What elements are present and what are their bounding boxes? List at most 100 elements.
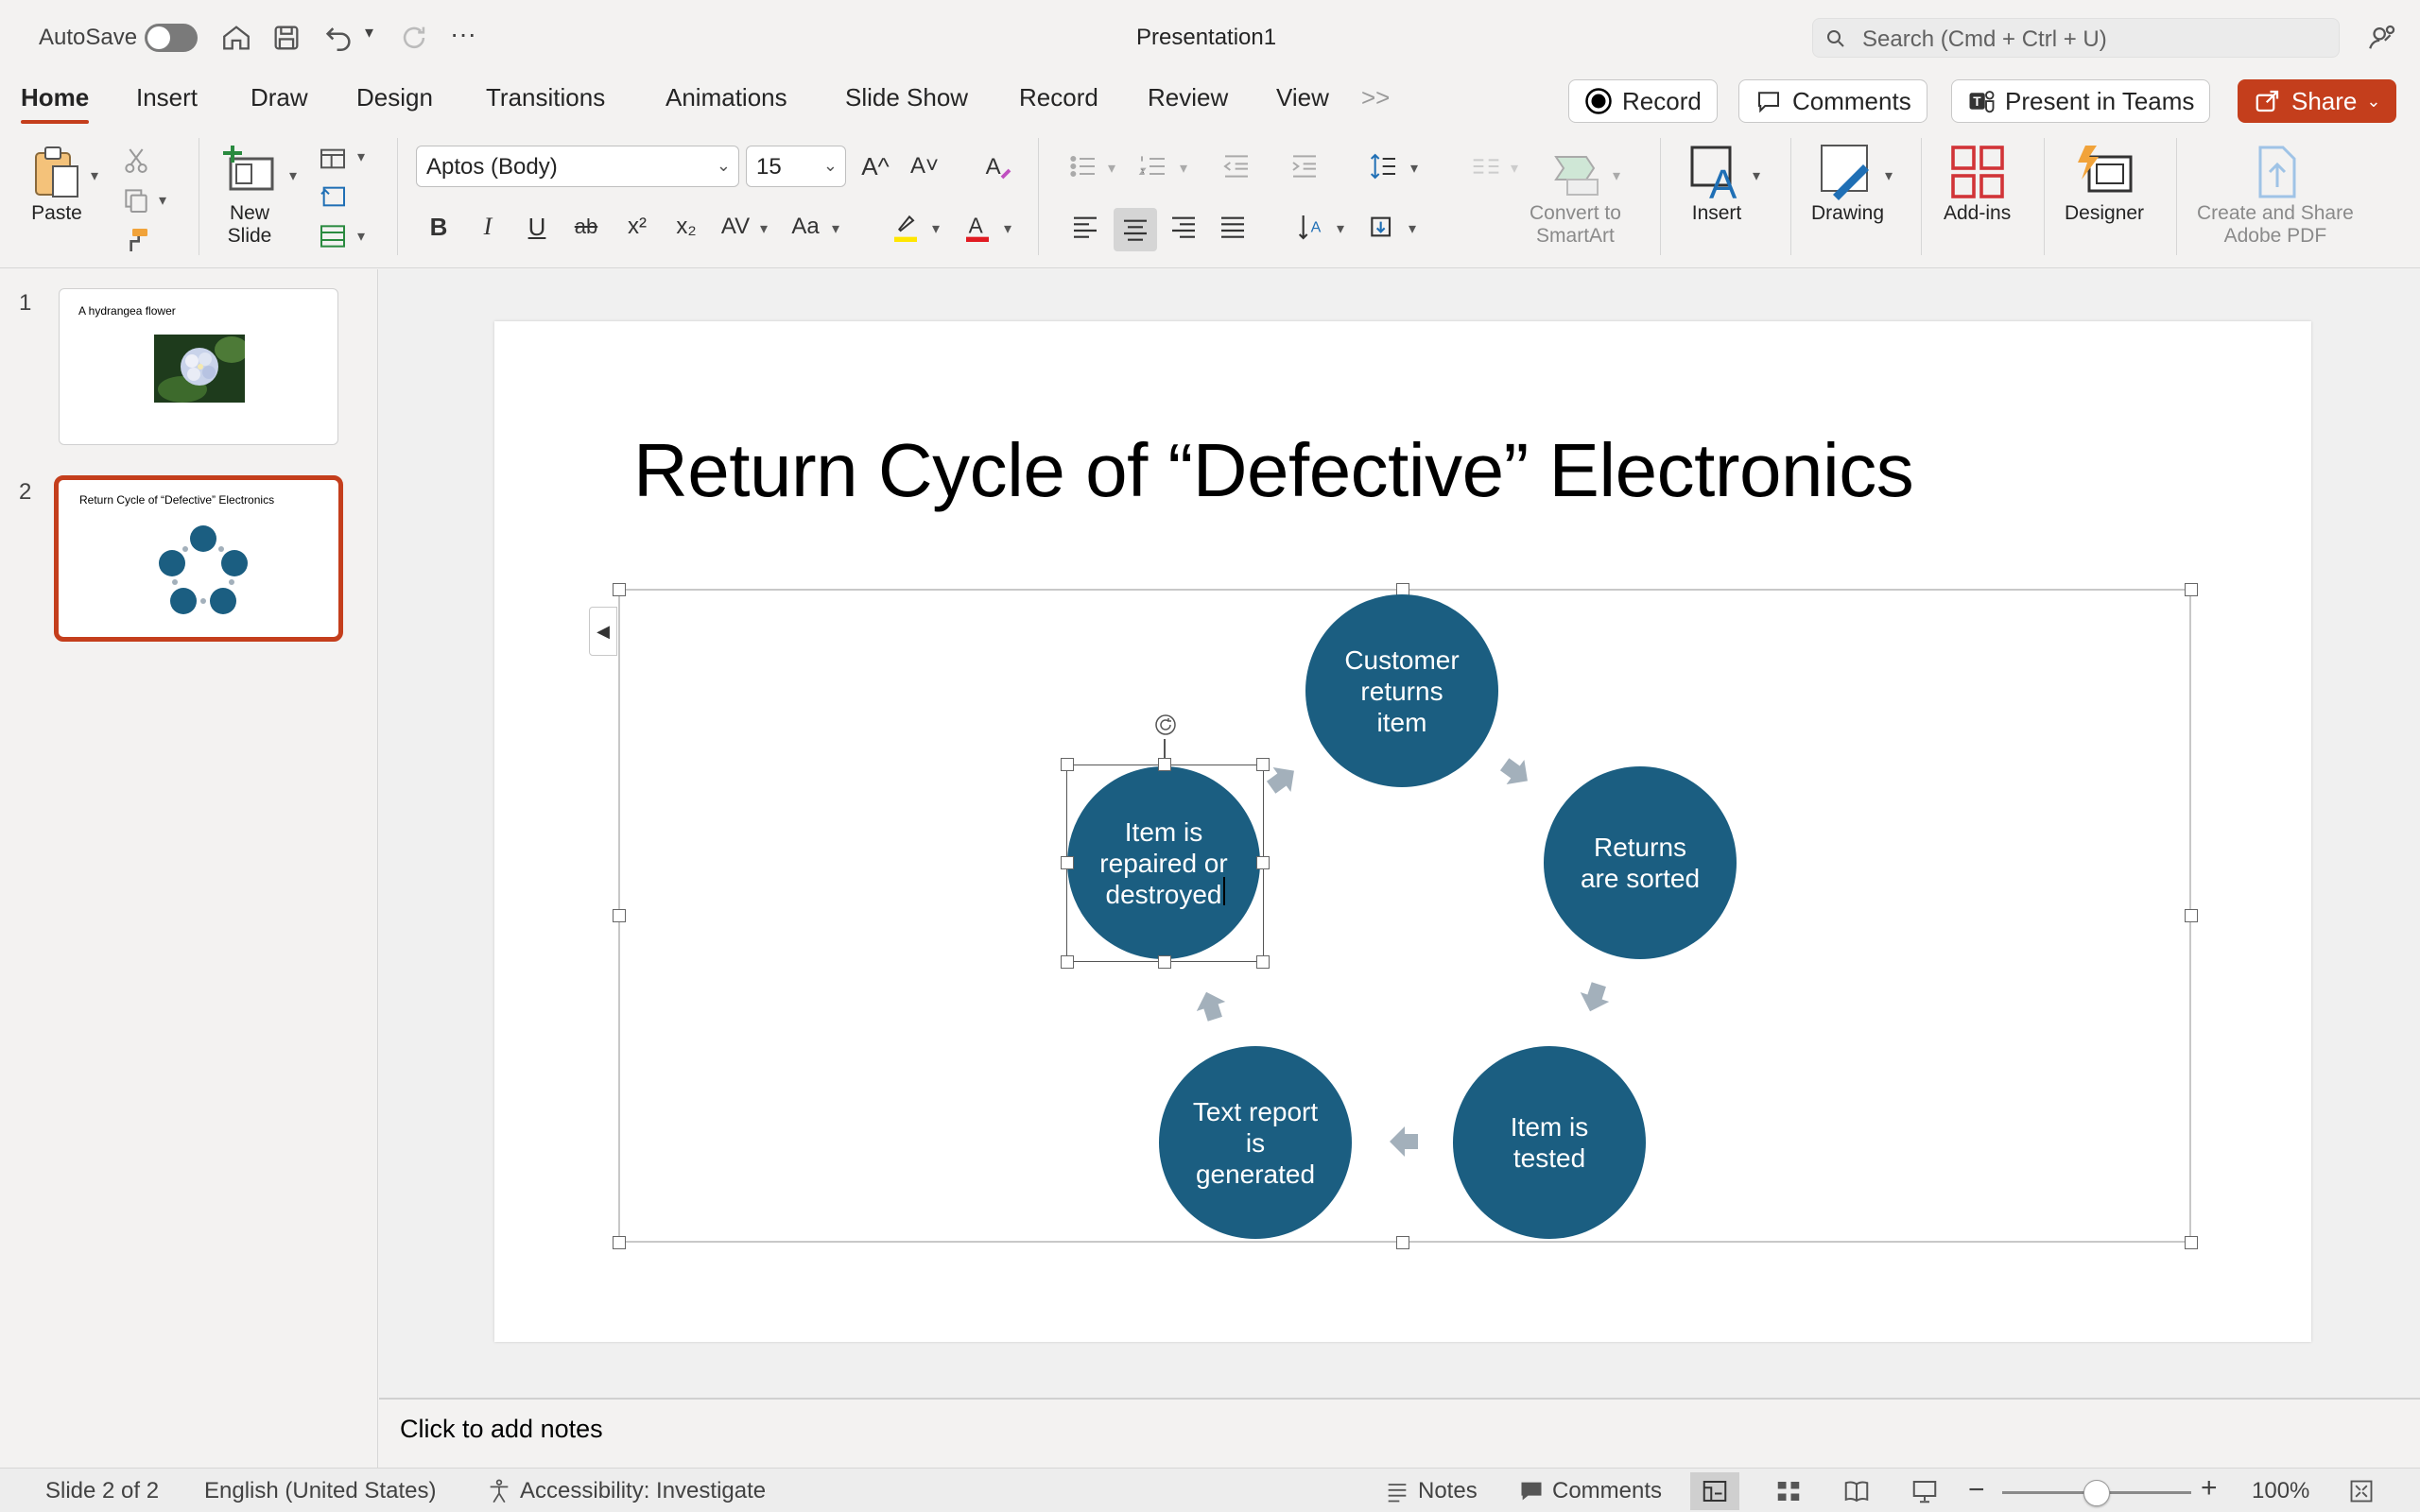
bold-button[interactable]: B (429, 212, 448, 241)
highlight-dropdown-icon[interactable]: ▾ (932, 221, 941, 237)
search-input[interactable]: Search (Cmd + Ctrl + U) (1812, 18, 2340, 58)
zoom-in-button[interactable]: + (2201, 1472, 2218, 1503)
more-commands-icon[interactable]: ··· (450, 19, 476, 48)
bullets-icon[interactable] (1064, 147, 1102, 185)
tab-transitions[interactable]: Transitions (486, 83, 606, 112)
cycle-step-report-generated[interactable]: Text report is generated (1159, 1046, 1352, 1239)
new-slide-dropdown-icon[interactable]: ▾ (289, 168, 298, 184)
add-ins-button[interactable]: Add-ins (1944, 142, 2011, 225)
change-case-dropdown-icon[interactable]: ▾ (832, 221, 840, 237)
resize-handle[interactable] (1256, 856, 1270, 869)
tab-insert[interactable]: Insert (136, 83, 199, 112)
font-color-icon[interactable]: A (959, 208, 996, 246)
convert-to-smartart-button[interactable]: Convert to SmartArt (1530, 142, 1621, 248)
align-text-icon[interactable] (1363, 208, 1401, 246)
normal-view-button[interactable] (1690, 1472, 1739, 1510)
tab-design[interactable]: Design (356, 83, 433, 112)
format-painter-icon[interactable] (117, 221, 155, 259)
columns-icon[interactable] (1467, 147, 1505, 185)
share-button[interactable]: Share ⌄ (2238, 79, 2397, 123)
comments-button[interactable]: Comments (1738, 79, 1927, 123)
character-spacing-dropdown-icon[interactable]: ▾ (760, 221, 769, 237)
slide-show-button[interactable] (1900, 1472, 1949, 1510)
insert-dropdown-icon[interactable]: ▾ (1753, 168, 1761, 184)
accessibility-button[interactable]: Accessibility: Investigate (486, 1478, 766, 1504)
status-comments-button[interactable]: Comments (1518, 1478, 1662, 1504)
tab-draw[interactable]: Draw (251, 83, 308, 112)
cut-icon[interactable] (117, 142, 155, 180)
copy-dropdown-icon[interactable]: ▾ (159, 193, 167, 209)
slide-thumbnail-1[interactable]: A hydrangea flower (59, 288, 338, 445)
align-text-dropdown-icon[interactable]: ▾ (1409, 221, 1417, 237)
resize-handle[interactable] (2185, 583, 2198, 596)
align-right-icon[interactable] (1165, 208, 1202, 246)
reset-slide-icon[interactable] (314, 178, 352, 215)
character-spacing-button[interactable]: AV (720, 214, 751, 239)
tab-record[interactable]: Record (1019, 83, 1098, 112)
grow-font-icon[interactable]: A^ (861, 151, 890, 180)
smartart-dropdown-icon[interactable]: ▾ (1613, 168, 1621, 184)
designer-button[interactable]: Designer (2065, 142, 2144, 225)
slide-sorter-button[interactable] (1764, 1472, 1813, 1510)
paste-button[interactable]: Paste (26, 142, 87, 225)
resize-handle[interactable] (1256, 955, 1270, 969)
text-direction-icon[interactable]: A (1293, 208, 1331, 246)
slide-canvas[interactable]: Return Cycle of “Defective” Electronics (494, 321, 2311, 1342)
resize-handle[interactable] (613, 909, 626, 922)
strikethrough-button[interactable]: ab (574, 215, 598, 238)
more-tabs-icon[interactable]: >> (1361, 83, 1391, 112)
slide-title[interactable]: Return Cycle of “Defective” Electronics (633, 428, 1914, 512)
present-in-teams-button[interactable]: T Present in Teams (1951, 79, 2211, 123)
align-center-icon[interactable] (1114, 208, 1157, 251)
line-spacing-dropdown-icon[interactable]: ▾ (1410, 161, 1419, 177)
cycle-step-customer-returns[interactable]: Customer returns item (1305, 594, 1498, 787)
zoom-out-button[interactable]: − (1968, 1474, 1985, 1505)
create-share-adobe-pdf-button[interactable]: Create and Share Adobe PDF (2197, 142, 2354, 248)
resize-handle[interactable] (2185, 909, 2198, 922)
columns-dropdown-icon[interactable]: ▾ (1511, 161, 1519, 177)
cycle-step-returns-sorted[interactable]: Returns are sorted (1544, 766, 1737, 959)
language-indicator[interactable]: English (United States) (204, 1478, 437, 1503)
text-direction-dropdown-icon[interactable]: ▾ (1337, 221, 1345, 237)
tab-animations[interactable]: Animations (666, 83, 787, 112)
font-color-dropdown-icon[interactable]: ▾ (1004, 221, 1012, 237)
align-left-icon[interactable] (1066, 208, 1104, 246)
subscript-button[interactable]: x₂ (676, 214, 697, 239)
layout-icon[interactable] (314, 140, 352, 178)
rotate-handle-icon[interactable] (1154, 713, 1177, 736)
resize-handle[interactable] (2185, 1236, 2198, 1249)
increase-indent-icon[interactable] (1286, 147, 1323, 185)
font-size-select[interactable]: 15 ⌄ (746, 146, 846, 187)
cycle-step-repaired-or-destroyed[interactable]: Item is repaired or destroyed (1067, 766, 1260, 959)
text-pane-toggle[interactable]: ◀ (589, 607, 617, 656)
account-icon[interactable] (2363, 19, 2401, 57)
resize-handle[interactable] (1061, 758, 1074, 771)
tab-review[interactable]: Review (1148, 83, 1229, 112)
tab-slide-show[interactable]: Slide Show (845, 83, 969, 112)
layout-dropdown-icon[interactable]: ▾ (357, 149, 366, 165)
change-case-button[interactable]: Aa (791, 214, 820, 239)
resize-handle[interactable] (1256, 758, 1270, 771)
home-icon[interactable] (217, 19, 255, 57)
font-name-select[interactable]: Aptos (Body) ⌄ (416, 146, 739, 187)
decrease-indent-icon[interactable] (1218, 147, 1255, 185)
line-spacing-icon[interactable] (1365, 147, 1403, 185)
bullets-dropdown-icon[interactable]: ▾ (1108, 161, 1116, 177)
resize-handle[interactable] (1061, 856, 1074, 869)
save-icon[interactable] (268, 19, 305, 57)
superscript-button[interactable]: x² (628, 214, 647, 239)
cycle-step-item-tested[interactable]: Item is tested (1453, 1046, 1646, 1239)
tab-view[interactable]: View (1276, 83, 1329, 112)
selected-shape-frame[interactable] (1066, 765, 1264, 962)
underline-button[interactable]: U (527, 212, 546, 241)
insert-shapes-button[interactable]: A Insert (1686, 142, 1747, 225)
reading-view-button[interactable] (1832, 1472, 1881, 1510)
numbering-icon[interactable] (1134, 147, 1172, 185)
paste-dropdown-icon[interactable]: ▾ (91, 168, 99, 184)
italic-button[interactable]: I (483, 213, 493, 240)
justify-icon[interactable] (1214, 208, 1252, 246)
clear-formatting-icon[interactable]: A (979, 147, 1017, 185)
slide-thumbnail-2[interactable]: Return Cycle of “Defective” Electronics (54, 475, 343, 642)
resize-handle[interactable] (1396, 1236, 1409, 1249)
highlight-icon[interactable] (887, 208, 925, 246)
